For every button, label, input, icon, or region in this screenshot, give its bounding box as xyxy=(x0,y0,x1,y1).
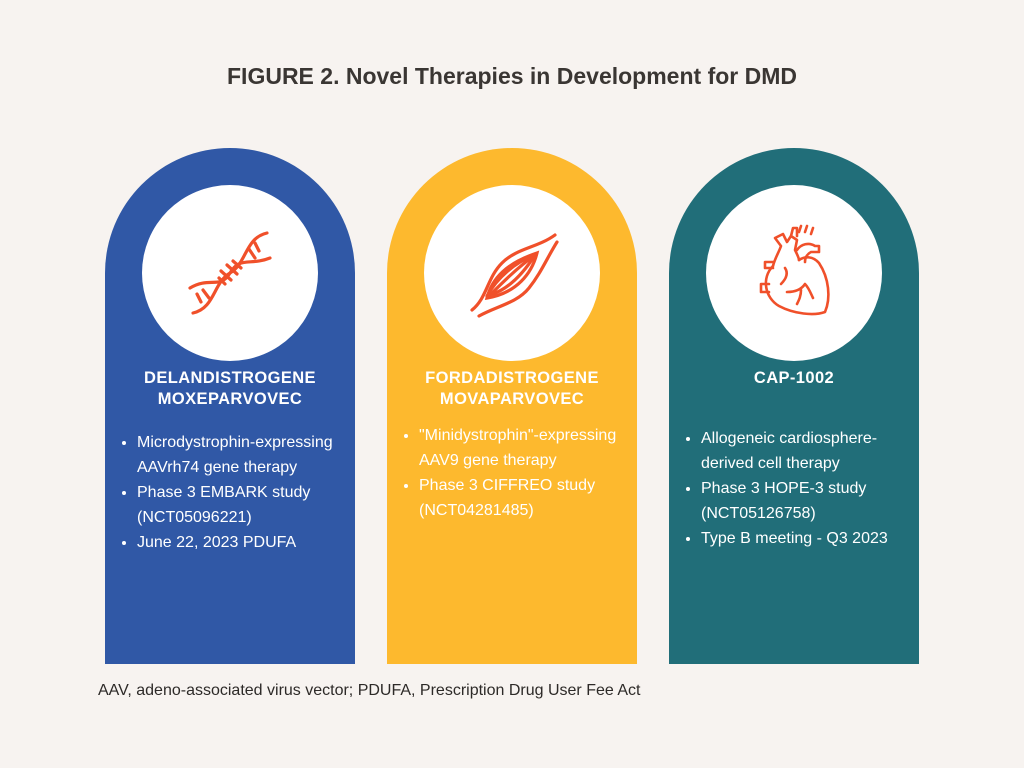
dna-icon xyxy=(188,231,272,315)
therapy-card-fordadistrogene: FORDADISTROGENE MOVAPARVOVEC "Minidystro… xyxy=(387,148,637,664)
icon-circle xyxy=(706,185,882,361)
therapy-name: FORDADISTROGENE MOVAPARVOVEC xyxy=(425,369,599,408)
therapy-details: Allogeneic cardiosphere-derived cell the… xyxy=(681,426,911,551)
figure-title: FIGURE 2. Novel Therapies in Development… xyxy=(227,63,797,89)
detail-item: Phase 3 HOPE-3 study (NCT05126758) xyxy=(701,476,911,526)
icon-circle xyxy=(142,185,318,361)
detail-item: Allogeneic cardiosphere-derived cell the… xyxy=(701,426,911,476)
detail-item: Type B meeting - Q3 2023 xyxy=(701,526,911,551)
footnote: AAV, adeno-associated virus vector; PDUF… xyxy=(98,682,641,699)
icon-circle xyxy=(424,185,600,361)
therapy-name: DELANDISTROGENE MOXEPARVOVEC xyxy=(144,369,316,408)
muscle-icon xyxy=(470,233,559,318)
therapy-details: "Minidystrophin"-expressing AAV9 gene th… xyxy=(399,423,629,523)
detail-item: "Minidystrophin"-expressing AAV9 gene th… xyxy=(419,423,629,473)
detail-item: June 22, 2023 PDUFA xyxy=(137,530,347,555)
heart-icon xyxy=(759,224,830,316)
therapy-details: Microdystrophin-expressing AAVrh74 gene … xyxy=(117,430,347,555)
therapy-name: CAP-1002 xyxy=(753,369,835,387)
detail-item: Microdystrophin-expressing AAVrh74 gene … xyxy=(137,430,347,480)
therapy-card-cap-1002: CAP-1002 Allogeneic cardiosphere-derived… xyxy=(669,148,919,664)
detail-item: Phase 3 CIFFREO study (NCT04281485) xyxy=(419,473,629,523)
detail-item: Phase 3 EMBARK study (NCT05096221) xyxy=(137,480,347,530)
therapy-card-delandistrogene: DELANDISTROGENE MOXEPARVOVEC Microdystro… xyxy=(105,148,355,664)
